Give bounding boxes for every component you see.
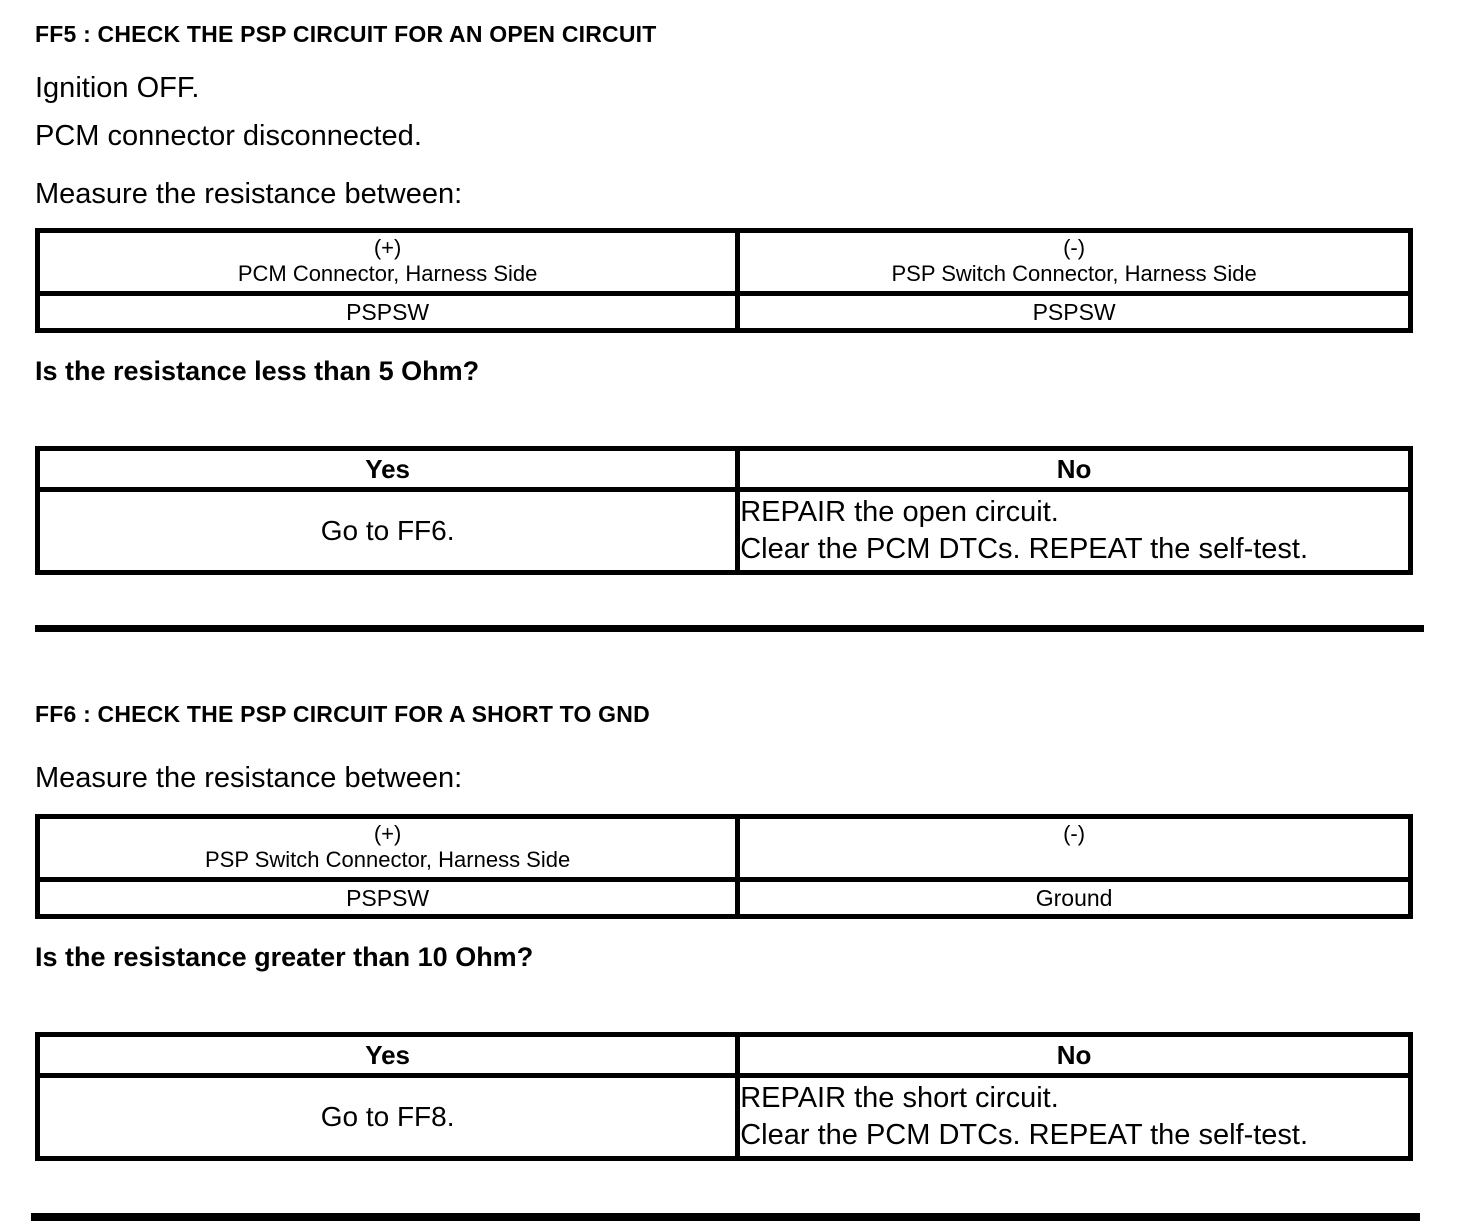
yes-header-cell: Yes (34, 1032, 741, 1078)
yes-header-cell: Yes (34, 446, 741, 492)
no-header-cell: No (735, 1032, 1413, 1078)
table-row: Yes No (34, 446, 1413, 492)
minus-pin-cell: PSPSW (735, 291, 1413, 333)
no-action-line: REPAIR the open circuit. (740, 496, 1059, 528)
section-ff6: FF6 : CHECK THE PSP CIRCUIT FOR A SHORT … (34, 700, 1472, 1161)
minus-connector-label (740, 847, 1408, 873)
no-action-cell: REPAIR the short circuit. Clear the PCM … (735, 1073, 1413, 1161)
plus-sign-label: (+) (373, 821, 402, 846)
table-row: PSPSW Ground (34, 877, 1413, 919)
minus-pin-cell: Ground (735, 877, 1413, 919)
plus-header-cell: (+) PSP Switch Connector, Harness Side (34, 814, 741, 882)
minus-header-cell: (-) (735, 814, 1413, 882)
table-row: (+) PCM Connector, Harness Side (-) PSP … (34, 228, 1413, 296)
plus-pin-cell: PSPSW (34, 291, 741, 333)
page-bottom-rule (31, 1213, 1420, 1221)
minus-sign-label: (-) (1063, 235, 1086, 260)
result-table: Yes No Go to FF8. REPAIR the short circu… (34, 1032, 1413, 1161)
section-heading: FF5 : CHECK THE PSP CIRCUIT FOR AN OPEN … (35, 21, 657, 47)
section-ff5: FF5 : CHECK THE PSP CIRCUIT FOR AN OPEN … (34, 20, 1472, 575)
minus-sign-label: (-) (1063, 821, 1086, 846)
table-row: PSPSW PSPSW (34, 291, 1413, 333)
yes-action-cell: Go to FF8. (34, 1073, 741, 1161)
result-table: Yes No Go to FF6. REPAIR the open circui… (34, 446, 1413, 575)
measurement-table: (+) PCM Connector, Harness Side (-) PSP … (34, 228, 1413, 333)
plus-pin-cell: PSPSW (34, 877, 741, 919)
instruction-line: PCM connector disconnected. (35, 120, 422, 152)
test-question: Is the resistance less than 5 Ohm? (35, 356, 480, 386)
no-action-line: Clear the PCM DTCs. REPEAT the self-test… (740, 533, 1309, 565)
table-row: Go to FF8. REPAIR the short circuit. Cle… (34, 1073, 1413, 1161)
no-action-line: REPAIR the short circuit. (740, 1082, 1059, 1114)
yes-action-cell: Go to FF6. (34, 487, 741, 575)
instruction-line: Ignition OFF. (35, 72, 200, 104)
no-action-line: Clear the PCM DTCs. REPEAT the self-test… (740, 1119, 1309, 1151)
table-row: Yes No (34, 1032, 1413, 1078)
plus-connector-label: PSP Switch Connector, Harness Side (204, 847, 571, 872)
measure-label: Measure the resistance between: (35, 762, 463, 794)
plus-connector-label: PCM Connector, Harness Side (237, 261, 538, 286)
section-heading: FF6 : CHECK THE PSP CIRCUIT FOR A SHORT … (35, 701, 650, 727)
plus-header-cell: (+) PCM Connector, Harness Side (34, 228, 741, 296)
table-row: (+) PSP Switch Connector, Harness Side (… (34, 814, 1413, 882)
measure-label: Measure the resistance between: (35, 178, 463, 210)
test-question: Is the resistance greater than 10 Ohm? (35, 942, 534, 972)
minus-connector-label: PSP Switch Connector, Harness Side (891, 261, 1257, 286)
plus-sign-label: (+) (373, 235, 402, 260)
no-header-cell: No (735, 446, 1413, 492)
section-divider (35, 625, 1424, 632)
no-action-cell: REPAIR the open circuit. Clear the PCM D… (735, 487, 1413, 575)
table-row: Go to FF6. REPAIR the open circuit. Clea… (34, 487, 1413, 575)
minus-header-cell: (-) PSP Switch Connector, Harness Side (735, 228, 1413, 296)
measurement-table: (+) PSP Switch Connector, Harness Side (… (34, 814, 1413, 919)
